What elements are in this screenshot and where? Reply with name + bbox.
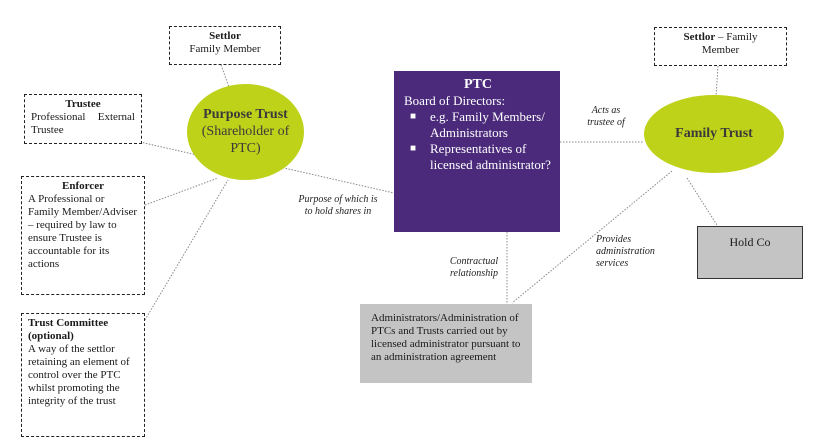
- ptc-title: PTC: [464, 77, 492, 92]
- trust-committee-box: Trust Committee (optional) A way of the …: [21, 313, 145, 437]
- settlor-right-box: Settlor – Family Member: [654, 27, 787, 66]
- connector-purpose-ptc: [270, 164, 395, 194]
- enforcer-body: A Professional or Family Member/Adviser …: [28, 193, 138, 270]
- settlor-left-box: Settlor Family Member: [169, 26, 281, 65]
- administrators-box: Administrators/Administration of PTCs an…: [360, 304, 532, 383]
- purpose-trust-ellipse: Purpose Trust (Shareholder of PTC): [187, 84, 304, 180]
- edge-label-contractual: Contractual relationship: [449, 256, 499, 279]
- connector-settlor-family: [715, 65, 719, 98]
- ptc-bullet-item: ■ Representatives of licensed administra…: [410, 141, 552, 173]
- connector-settlor-purpose: [220, 64, 230, 88]
- purpose-trust-title: Purpose Trust: [203, 107, 288, 122]
- settlor-left-subtitle: Family Member: [189, 43, 261, 55]
- hold-co-label: Hold Co: [729, 235, 771, 249]
- trustee-title: Trustee: [65, 98, 101, 110]
- connector-committee-purpose: [144, 179, 229, 321]
- ptc-board-label: Board of Directors:: [404, 93, 506, 108]
- trust-committee-title: Trust Committee (optional): [28, 317, 109, 342]
- edge-label-purpose: Purpose of which is to hold shares in: [298, 194, 378, 217]
- square-bullet-icon: ■: [410, 111, 417, 122]
- ptc-bullet-item: ■ e.g. Family Members/ Administrators: [410, 109, 552, 141]
- ptc-bullet-text: e.g. Family Members/ Administrators: [430, 109, 545, 140]
- trustee-box: Trustee Professional External Trustee: [24, 94, 142, 144]
- edge-label-provides-admin: Provides administration services: [596, 234, 655, 269]
- connector-family-holdco: [686, 177, 718, 226]
- ptc-box: PTC Board of Directors: ■ e.g. Family Me…: [394, 71, 560, 232]
- trust-committee-body: A way of the settlor retaining an elemen…: [28, 343, 130, 407]
- trustee-body: Professional External Trustee: [31, 111, 135, 136]
- ptc-bullet-list: ■ e.g. Family Members/ Administrators ■ …: [404, 109, 552, 173]
- ptc-bullet-text: Representatives of licensed administrato…: [430, 141, 551, 172]
- enforcer-box: Enforcer A Professional or Family Member…: [21, 176, 145, 295]
- connector-enforcer-purpose: [144, 177, 219, 206]
- purpose-trust-subtitle: (Shareholder of PTC): [201, 124, 290, 156]
- settlor-left-title: Settlor: [209, 30, 241, 42]
- enforcer-title: Enforcer: [62, 180, 104, 192]
- settlor-right-subtitle: Member: [701, 44, 740, 56]
- settlor-right-title: Settlor: [683, 31, 716, 43]
- hold-co-box: Hold Co: [697, 226, 803, 279]
- edge-label-acts-as-trustee: Acts as trustee of: [587, 105, 625, 128]
- square-bullet-icon: ■: [410, 143, 417, 154]
- family-trust-ellipse: Family Trust: [644, 95, 784, 173]
- connector-trustee-purpose: [139, 141, 198, 156]
- family-trust-title: Family Trust: [675, 126, 753, 141]
- settlor-right-subtitle-inline: – Family: [715, 31, 758, 43]
- administrators-text: Administrators/Administration of PTCs an…: [371, 312, 521, 363]
